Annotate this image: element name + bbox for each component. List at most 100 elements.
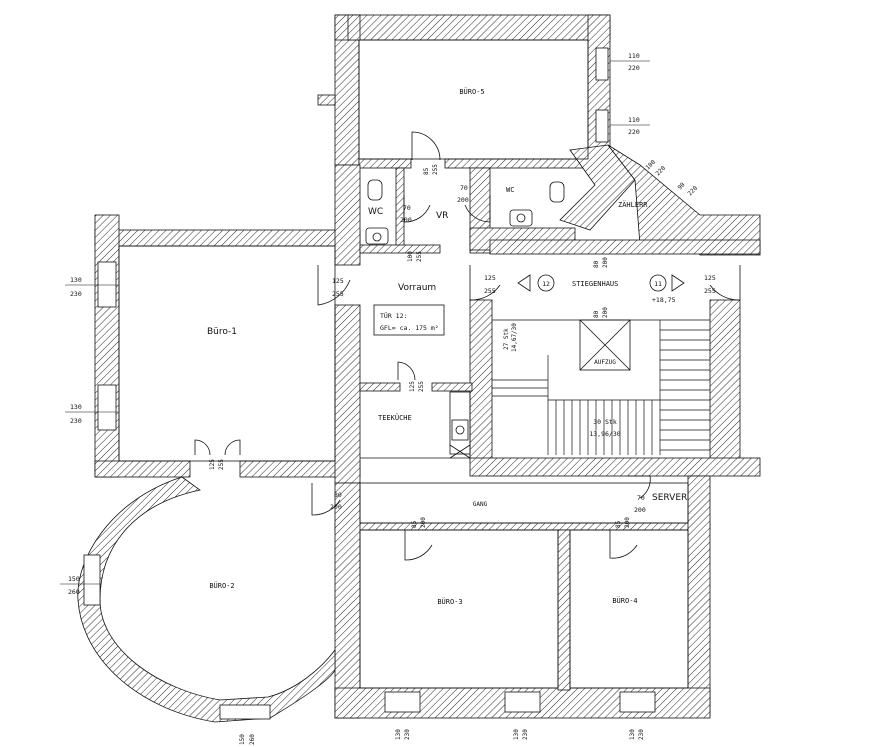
- labels: BÜRO-5 Büro-1 BÜRO-2 BÜRO-3 BÜRO-4 WC WC…: [207, 87, 687, 606]
- wall-b5-top: [334, 14, 611, 41]
- windows: [83, 47, 656, 720]
- room-wc-left: WC: [368, 207, 383, 217]
- sink-right: [509, 209, 533, 227]
- dim-d-wc2-a: 70: [460, 184, 468, 192]
- room-buero4: BÜRO-4: [612, 596, 637, 605]
- dim-d-zr-b: 200: [602, 257, 609, 268]
- dim-d-vr-a: 100: [407, 251, 414, 262]
- elevator-shaft: [579, 319, 631, 371]
- dim-w2b-top: 150: [239, 734, 246, 745]
- marker-12-label: 12: [542, 280, 550, 288]
- room-server: SERVER: [652, 493, 687, 503]
- dim-w3b-bot: 230: [522, 729, 529, 740]
- room-zaehlerraum: ZÄHLERR.: [618, 200, 652, 209]
- dim-w3a-top: 130: [395, 729, 402, 740]
- dim-d-vr-b: 255: [416, 251, 423, 262]
- dim-w1a-bot: 230: [70, 290, 82, 298]
- dim-w2a-top: 150: [68, 575, 80, 583]
- wall-b5-bottom-a: [358, 158, 412, 169]
- wall-b1-left: [94, 214, 120, 478]
- dim-d-gang-a: 80: [334, 491, 342, 499]
- dim-w1b-bot: 230: [70, 417, 82, 425]
- wall-zaehler-outer: [607, 144, 761, 256]
- dim-d-st-a: 125: [484, 274, 496, 282]
- wall-b1-bottom-a: [94, 460, 191, 478]
- dim-d-sv-a: 70: [637, 494, 645, 502]
- dim-d-au-a: 80: [593, 310, 600, 318]
- dim-d-st2-a: 125: [704, 274, 716, 282]
- dim-d-b5-a: 85: [423, 167, 430, 175]
- dim-w5b-top: 110: [628, 116, 640, 124]
- walls: [94, 14, 761, 719]
- dim-d-b4-b: 200: [624, 517, 631, 528]
- wall-vr-bottom: [359, 244, 441, 254]
- wall-b34-divider: [557, 529, 571, 691]
- toilet-left: [367, 179, 383, 201]
- wall-stub-b: [347, 14, 361, 41]
- marker-12-circle: [537, 274, 555, 292]
- dim-wz2-top: 90: [676, 181, 686, 191]
- room-buero3: BÜRO-3: [437, 597, 462, 606]
- dim-wz2-bot: 220: [686, 185, 699, 198]
- wall-gang-bottom: [334, 522, 711, 531]
- wall-b2-curve: [77, 476, 336, 723]
- dim-d-tk-a: 125: [409, 381, 416, 392]
- wall-stub-a: [317, 94, 336, 106]
- room-stiegenhaus: STIEGENHAUS: [572, 280, 618, 288]
- dim-wz1-top: 100: [644, 159, 657, 172]
- stair-upper-line1: 27 Stk: [503, 328, 510, 350]
- unit-info-line2: GFL= ca. 175 m²: [380, 324, 439, 332]
- stair-treads: [492, 319, 710, 455]
- dim-d-au-b: 200: [602, 307, 609, 318]
- dim-w4-top: 130: [629, 729, 636, 740]
- room-vorraum: Vorraum: [398, 283, 436, 293]
- room-buero1: Büro-1: [207, 327, 237, 337]
- marker-12-arrow: [517, 274, 531, 292]
- unit-info-line1: TÜR 12:: [380, 311, 407, 320]
- dim-d-gang-b: 200: [330, 503, 342, 511]
- dim-wz1-bot: 220: [654, 165, 667, 178]
- dim-d-b5-b: 255: [432, 164, 439, 175]
- dimension-labels: 110 220 110 220 100 220 90 220 130 230 1…: [60, 52, 716, 745]
- wall-b3-left: [334, 482, 361, 719]
- dim-w2b-bot: 260: [249, 734, 256, 745]
- dim-d-wc-b: 200: [400, 216, 412, 224]
- room-buero2: BÜRO-2: [209, 581, 234, 590]
- dim-d-b3-a: 85: [411, 520, 418, 528]
- room-aufzug: AUFZUG: [594, 359, 616, 366]
- unit-info-box: [373, 304, 445, 336]
- level-mark: +18,75: [652, 296, 676, 304]
- room-gang: GANG: [473, 501, 488, 508]
- wall-stair-right: [709, 299, 741, 461]
- wall-b5-bottom-b: [444, 158, 591, 169]
- dim-d-vo-b: 255: [332, 290, 344, 298]
- dim-d-wc2-b: 200: [457, 196, 469, 204]
- fixtures: [365, 179, 685, 459]
- toilet-right: [549, 181, 565, 203]
- wall-tk-top-b: [431, 382, 473, 392]
- wall-stair-bottom: [469, 457, 761, 477]
- dim-d-wc-a: 70: [403, 204, 411, 212]
- room-teekueche: TEEKÜCHE: [378, 413, 412, 422]
- kitchen-counter: [449, 391, 471, 455]
- dim-w3a-bot: 230: [404, 729, 411, 740]
- dim-w1b-top: 130: [70, 403, 82, 411]
- wall-main-spine-upper: [334, 164, 361, 266]
- stair-upper-line2: 14,67/30: [511, 323, 518, 352]
- wall-gang-right: [687, 475, 711, 717]
- dim-w4-bot: 230: [638, 729, 645, 740]
- dim-w5b-bot: 220: [628, 128, 640, 136]
- wall-stair-left: [469, 299, 493, 461]
- dim-d-vo-a: 125: [332, 277, 344, 285]
- dim-w2a-bot: 260: [68, 588, 80, 596]
- dim-d-b2-b: 255: [218, 459, 225, 470]
- dim-d-st2-b: 255: [704, 287, 716, 295]
- marker-11-arrow: [671, 274, 685, 292]
- dim-w3b-top: 130: [513, 729, 520, 740]
- stair-main-line2: 13,96/30: [589, 430, 620, 438]
- room-buero5: BÜRO-5: [459, 87, 484, 96]
- dim-d-zr-a: 80: [593, 260, 600, 268]
- doors: [194, 131, 741, 561]
- wall-b1-top: [94, 229, 361, 247]
